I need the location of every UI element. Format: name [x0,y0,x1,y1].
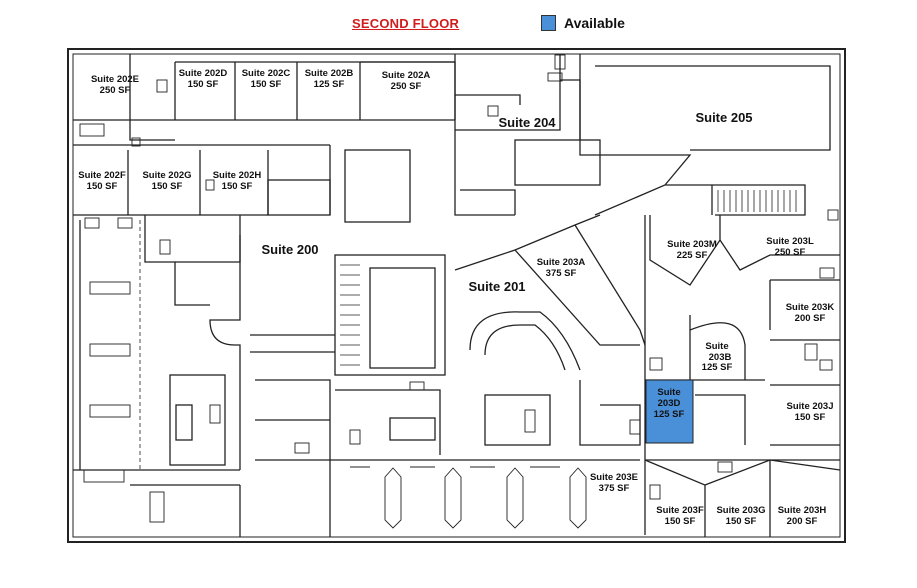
suite-203b-label: Suite [705,341,729,352]
suite-201-label: Suite 201 [468,279,526,294]
suite-204-label: Suite 204 [498,115,556,130]
suite-203b-label-2: 203B [708,352,732,363]
exterior-wall [67,48,846,543]
legend-label: Available [564,15,625,31]
suite-203b-size: 125 SF [701,362,733,373]
floor-title: SECOND FLOOR [352,16,460,31]
available-suite-203d-highlight [645,379,694,444]
exterior-wall-inner [72,53,841,538]
suite-200-label: Suite 200 [261,242,319,257]
suite-205-label: Suite 205 [695,110,753,125]
available-swatch [541,15,556,31]
legend: Available [541,15,625,31]
